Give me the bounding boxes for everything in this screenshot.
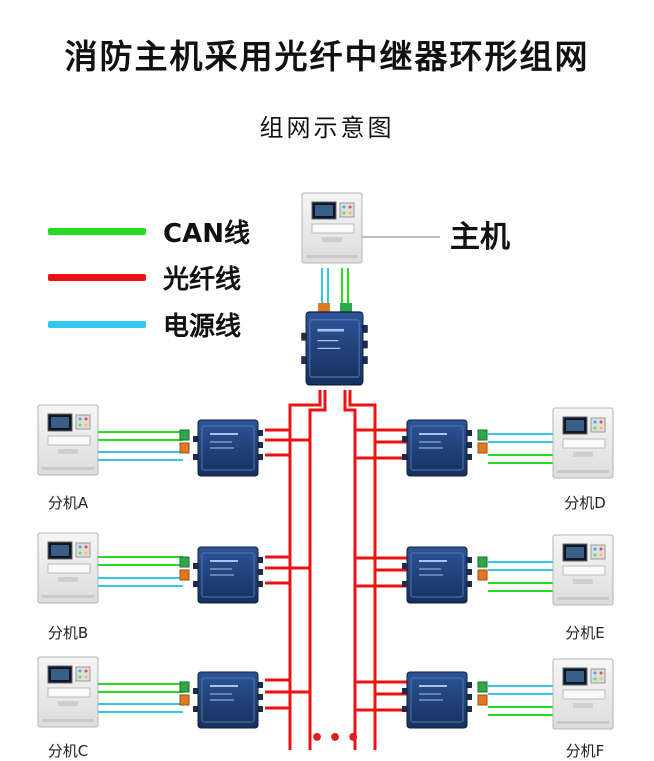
sub-label-e: 分机E bbox=[565, 624, 605, 642]
legend-power-label: 电源线 bbox=[163, 312, 242, 342]
sub-label-b: 分机B bbox=[47, 624, 89, 642]
legend-power-line bbox=[48, 321, 146, 328]
legend-fiber-line bbox=[48, 274, 146, 281]
host-to-repeater-cables bbox=[318, 268, 352, 312]
sub-label-d: 分机D bbox=[564, 494, 606, 512]
cable-b bbox=[98, 556, 183, 587]
diagram-title: 消防主机采用光纤中继器环形组网 bbox=[64, 37, 590, 76]
host-label: 主机 bbox=[450, 220, 510, 255]
repeater-f bbox=[401, 671, 473, 729]
legend-fiber-label: 光纤线 bbox=[163, 265, 242, 295]
fiber-trunk bbox=[265, 390, 408, 750]
sub-panel-d bbox=[552, 407, 614, 479]
sub-label-a: 分机A bbox=[47, 494, 89, 512]
repeater-a bbox=[192, 419, 264, 477]
sub-panel-b bbox=[37, 532, 99, 604]
repeater-b bbox=[192, 546, 264, 604]
sub-panel-a bbox=[37, 404, 99, 476]
sub-panel-c bbox=[37, 656, 99, 728]
cable-a bbox=[98, 431, 183, 461]
legend-can-line bbox=[48, 228, 146, 235]
sub-panel-f bbox=[552, 658, 614, 730]
repeater-d bbox=[401, 419, 473, 477]
repeater-e bbox=[401, 546, 473, 604]
diagram-subtitle: 组网示意图 bbox=[259, 114, 395, 142]
sub-label-c: 分机C bbox=[47, 742, 89, 760]
repeater-c bbox=[192, 671, 264, 729]
legend-can-label: CAN线 bbox=[163, 219, 250, 249]
sub-label-f: 分机F bbox=[565, 742, 605, 760]
cable-c bbox=[98, 683, 183, 713]
main-host-panel bbox=[301, 192, 363, 264]
sub-panel-e bbox=[552, 534, 614, 606]
cable-e bbox=[488, 561, 553, 592]
cable-d bbox=[488, 433, 553, 464]
central-repeater bbox=[299, 310, 370, 387]
cable-f bbox=[488, 685, 553, 716]
continuation-dots: ••• bbox=[310, 726, 365, 751]
